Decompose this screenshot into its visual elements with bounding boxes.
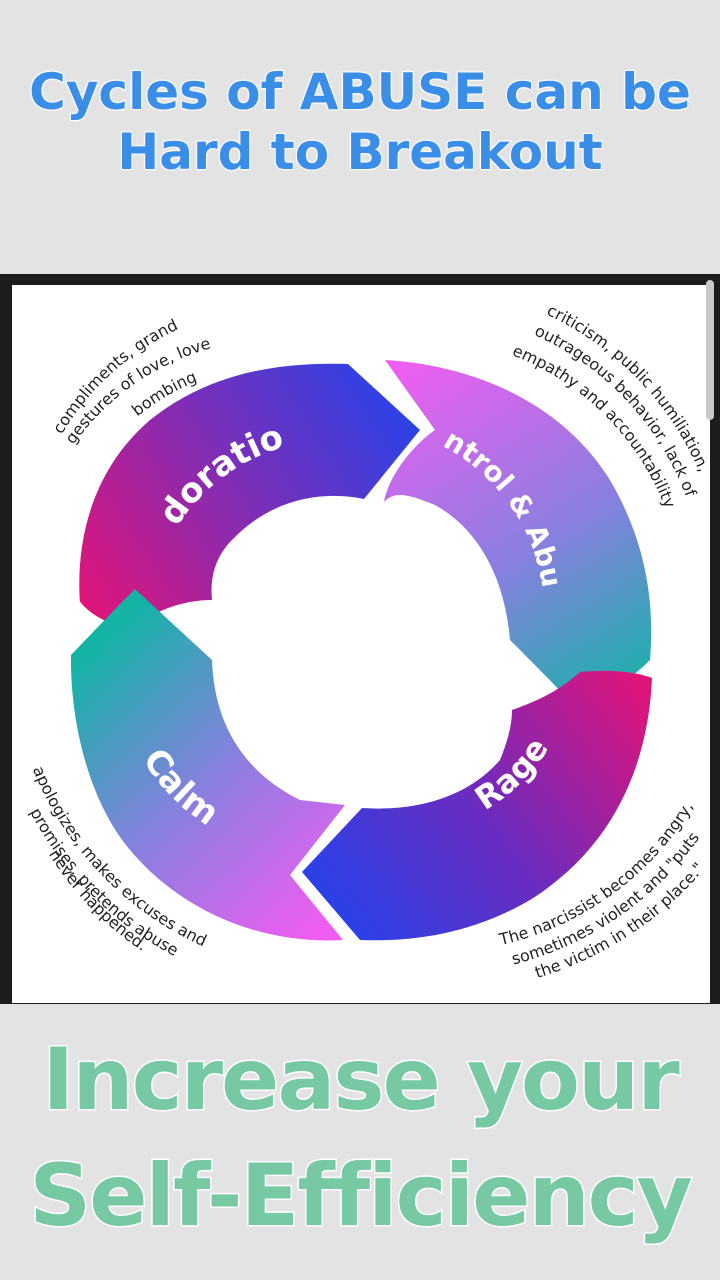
bottom-caption: Increase your Self-Efficiency	[0, 1022, 720, 1254]
segment-adoration	[79, 363, 421, 630]
segment-rage	[302, 670, 652, 941]
top-caption-line-2: Hard to Breakout	[116, 122, 603, 182]
top-caption-line-1: Cycles of ABUSE can be	[28, 62, 692, 122]
bottom-caption-line-2: Self-Efficiency	[28, 1145, 694, 1248]
scrollbar-thumb[interactable]	[706, 280, 714, 420]
segment-control-abuse	[384, 360, 652, 712]
top-caption: Cycles of ABUSE can be Hard to Breakout	[0, 62, 720, 182]
segment-calm	[70, 589, 345, 941]
bottom-caption-line-1: Increase your	[41, 1029, 681, 1132]
